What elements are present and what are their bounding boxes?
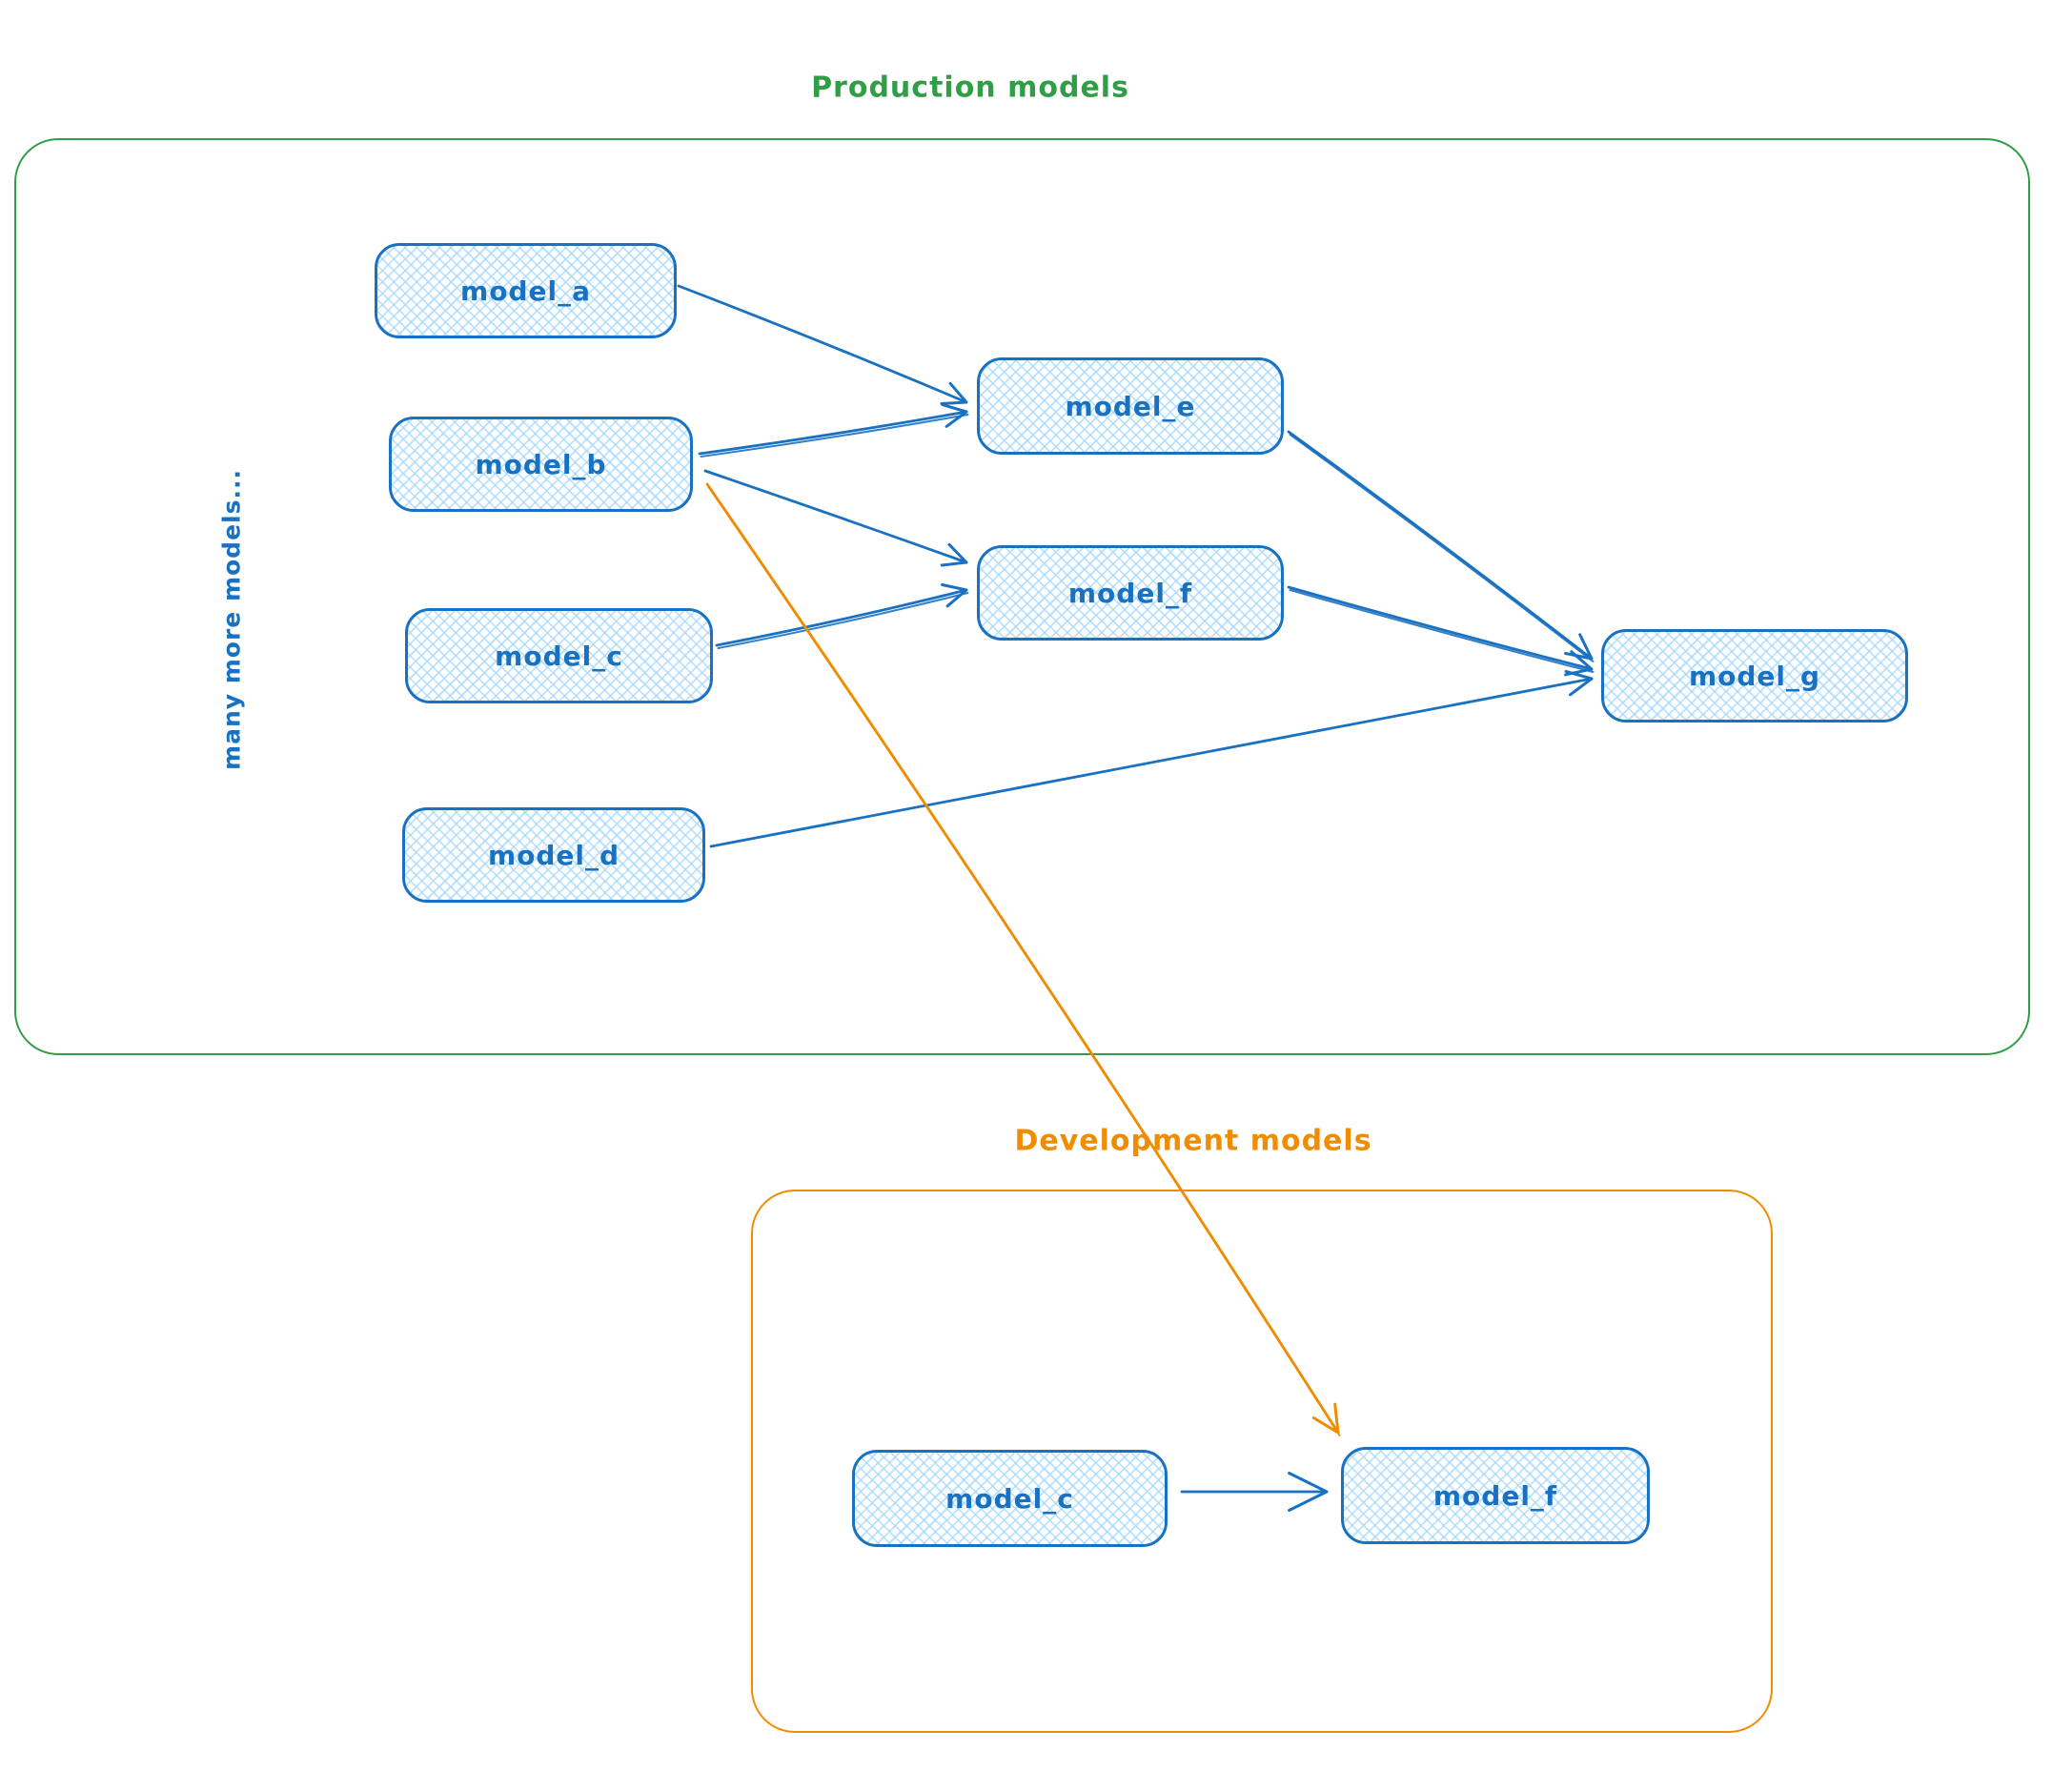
production-frame[interactable]	[14, 138, 2030, 1055]
edge-model_b-model_e[interactable]	[698, 410, 968, 456]
edge-model_a-model_e[interactable]	[677, 284, 968, 404]
edge-model_b-dev_model_f-second-stroke[interactable]	[707, 486, 1341, 1436]
node-label: model_g	[1688, 660, 1821, 692]
node-label: model_c	[945, 1482, 1074, 1515]
arrowhead-model_b-dev_model_f[interactable]	[1311, 1402, 1340, 1435]
development-frame[interactable]	[751, 1190, 1773, 1733]
node-model_a[interactable]: model_a	[375, 243, 677, 338]
node-label: model_b	[475, 448, 607, 480]
development-title: Development models	[1014, 1124, 1372, 1158]
arrowhead-dev_model_c-dev_model_f[interactable]	[1288, 1472, 1329, 1512]
arrowhead-model_c-model_f[interactable]	[941, 583, 968, 608]
node-model_g[interactable]: model_g	[1601, 629, 1908, 723]
node-dev_model_c[interactable]: model_c	[852, 1450, 1168, 1547]
edge-model_b-model_e-second-stroke[interactable]	[700, 414, 969, 458]
edge-model_f-model_g[interactable]	[1287, 585, 1594, 671]
edge-model_e-model_g-second-stroke[interactable]	[1289, 434, 1595, 662]
node-label: model_a	[460, 275, 591, 307]
node-model_b[interactable]: model_b	[389, 417, 693, 512]
node-model_f[interactable]: model_f	[977, 545, 1284, 641]
production-title: Production models	[811, 71, 1129, 105]
node-dev_model_f[interactable]: model_f	[1341, 1447, 1650, 1544]
edge-model_f-model_g-second-stroke[interactable]	[1289, 589, 1595, 673]
edge-model_d-model_g[interactable]	[709, 677, 1594, 848]
arrowhead-model_b-model_e[interactable]	[941, 403, 968, 428]
node-model_c[interactable]: model_c	[405, 608, 713, 703]
node-label: model_f	[1067, 577, 1193, 609]
node-label: model_c	[495, 640, 623, 672]
arrowhead-model_a-model_e[interactable]	[940, 381, 968, 405]
many-more-models-label: many more models...	[217, 469, 246, 770]
node-model_d[interactable]: model_d	[402, 807, 705, 903]
edge-model_b-model_f[interactable]	[703, 469, 968, 564]
node-label: model_e	[1065, 390, 1196, 422]
edge-model_e-model_g[interactable]	[1287, 430, 1594, 661]
node-label: model_d	[487, 839, 620, 871]
node-label: model_f	[1432, 1479, 1558, 1512]
node-model_e[interactable]: model_e	[977, 357, 1284, 455]
edge-model_c-model_f[interactable]	[715, 588, 968, 647]
edge-model_c-model_f-second-stroke[interactable]	[717, 592, 969, 649]
arrowhead-model_d-model_g[interactable]	[1564, 669, 1594, 697]
arrowhead-model_b-model_f[interactable]	[940, 542, 968, 567]
